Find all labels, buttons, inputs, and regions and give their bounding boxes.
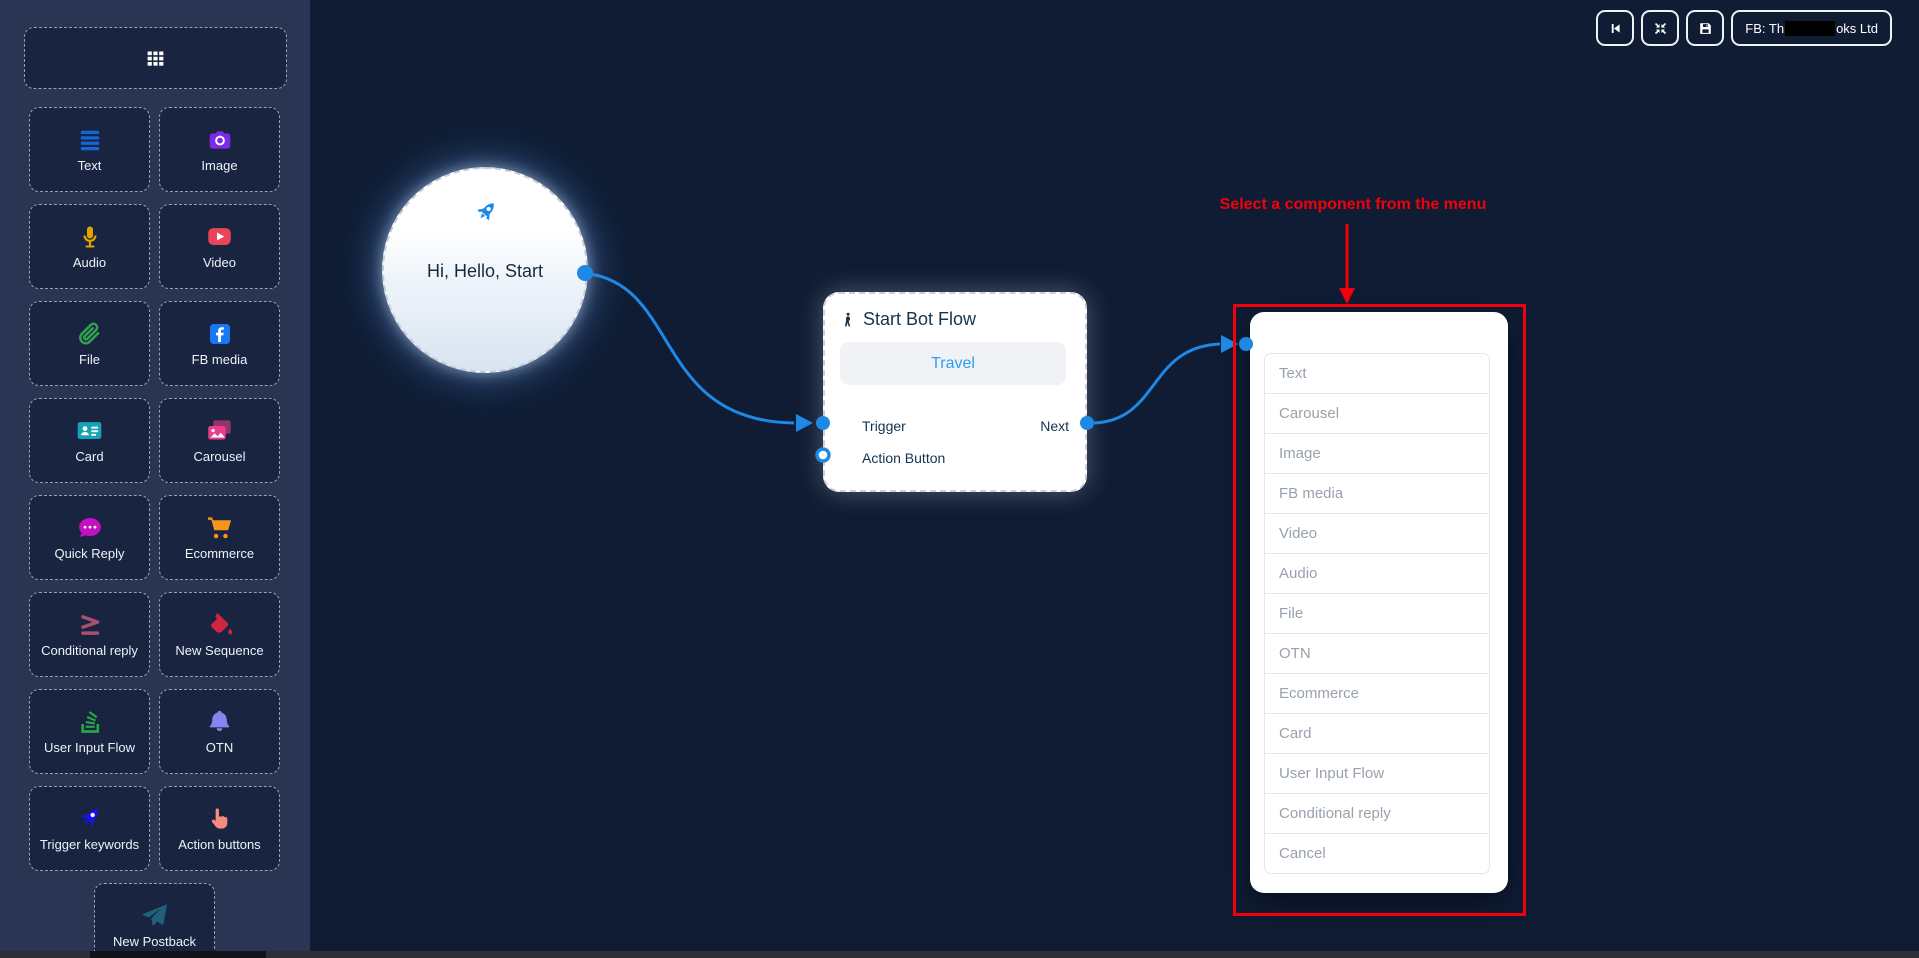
id-card-icon [76,417,103,445]
sidebar-item-conditional-reply[interactable]: Conditional reply [29,592,150,677]
start-bot-flow-card[interactable]: Start Bot Flow Travel Trigger Next Actio… [823,292,1087,492]
stack-icon [77,708,103,736]
step-backward-button[interactable] [1596,10,1635,46]
sidebar-item-label: Video [202,254,236,270]
save-button[interactable] [1686,10,1725,46]
annotation-text: Select a component from the menu [1219,196,1487,213]
sidebar-item-image[interactable]: Image [159,107,280,192]
next-port-label: Next [1040,418,1069,434]
sidebar-item-label: File [79,351,100,367]
paperclip-icon [77,320,102,348]
start-node-label: Hi, Hello, Start [426,261,544,281]
sidebar-item-new-sequence[interactable]: New Sequence [159,592,280,677]
greater-equal-icon [77,611,103,639]
text-lines-icon [77,126,103,154]
flow-card-title-row: Start Bot Flow [840,309,976,330]
sidebar-item-label: Action buttons [178,836,261,852]
horizontal-scrollbar-thumb[interactable] [90,951,266,958]
context-menu-item-user-input-flow[interactable]: User Input Flow [1264,753,1490,794]
sidebar-item-user-input-flow[interactable]: User Input Flow [29,689,150,774]
context-menu-item-audio[interactable]: Audio [1264,553,1490,594]
sidebar-item-label: Carousel [193,448,246,464]
travel-button[interactable]: Travel [840,342,1066,385]
sidebar-item-label: Quick Reply [54,545,125,561]
microphone-icon [78,223,102,251]
grid-icon [145,44,166,72]
sidebar-item-label: New Postback [112,933,197,949]
horizontal-scrollbar [0,951,1919,958]
start-node[interactable]: Hi, Hello, Start [382,167,588,373]
sidebar-item-label: OTN [205,739,234,755]
sidebar-item-label: User Input Flow [43,739,136,755]
context-menu-item-ecommerce[interactable]: Ecommerce [1264,673,1490,714]
rocket-icon [472,199,499,231]
fb-page-label-suffix: oks Ltd [1836,20,1878,36]
context-menu-item-card[interactable]: Card [1264,713,1490,754]
top-toolbar: FB: Th oks Ltd [1596,10,1892,46]
sidebar-item-file[interactable]: File [29,301,150,386]
context-menu-item-conditional-reply[interactable]: Conditional reply [1264,793,1490,834]
step-backward-icon [1608,21,1623,36]
sidebar-item-label: Conditional reply [41,642,138,658]
rocket-icon [76,805,103,833]
compress-icon [1653,21,1668,36]
comment-dots-icon [77,514,103,542]
context-menu-item-image[interactable]: Image [1264,433,1490,474]
sidebar-item-label: Text [77,157,102,173]
sidebar-item-audio[interactable]: Audio [29,204,150,289]
images-icon [206,417,233,445]
compress-view-button[interactable] [1641,10,1680,46]
sidebar-item-card[interactable]: Card [29,398,150,483]
sidebar-item-label: Card [75,448,104,464]
sidebar-item-label: New Sequence [175,642,264,658]
flow-canvas[interactable] [310,0,1919,958]
action-button-port-label: Action Button [862,450,946,466]
facebook-icon [208,320,232,348]
redaction-block [1785,20,1836,36]
context-menu-item-text[interactable]: Text [1264,353,1490,394]
fb-page-button[interactable]: FB: Th oks Ltd [1731,10,1892,46]
sidebar-item-label: Audio [72,254,107,270]
fill-drip-icon [207,611,233,639]
context-menu-item-video[interactable]: Video [1264,513,1490,554]
fb-page-label-prefix: FB: Th [1745,20,1785,36]
paper-plane-icon [141,902,168,930]
flow-card-title: Start Bot Flow [863,309,977,329]
trigger-port-label: Trigger [862,418,906,434]
context-menu-item-otn[interactable]: OTN [1264,633,1490,674]
walking-icon [840,312,856,328]
sidebar-item-label: Ecommerce [184,545,255,561]
cart-icon [206,514,233,542]
sidebar-item-otn[interactable]: OTN [159,689,280,774]
sidebar-item-quick-reply[interactable]: Quick Reply [29,495,150,580]
sidebar-item-carousel[interactable]: Carousel [159,398,280,483]
hand-pointer-icon [207,805,232,833]
sidebar-item-new-postback[interactable]: New Postback [94,883,215,958]
sidebar-item-trigger-keywords[interactable]: Trigger keywords [29,786,150,871]
context-menu-item-fb-media[interactable]: FB media [1264,473,1490,514]
save-icon [1698,21,1713,36]
sidebar-item-label: FB media [191,351,248,367]
bell-icon [207,708,232,736]
sidebar-item-label: Image [201,157,238,173]
context-menu-item-file[interactable]: File [1264,593,1490,634]
context-menu-item-carousel[interactable]: Carousel [1264,393,1490,434]
sidebar-item-video[interactable]: Video [159,204,280,289]
video-play-icon [206,223,233,251]
components-menu-tile[interactable] [24,27,287,89]
sidebar-item-fb-media[interactable]: FB media [159,301,280,386]
sidebar-item-action-buttons[interactable]: Action buttons [159,786,280,871]
camera-icon [207,126,233,154]
sidebar-item-label: Trigger keywords [39,836,140,852]
context-menu-item-cancel[interactable]: Cancel [1264,833,1490,874]
sidebar-item-ecommerce[interactable]: Ecommerce [159,495,280,580]
sidebar-item-text[interactable]: Text [29,107,150,192]
